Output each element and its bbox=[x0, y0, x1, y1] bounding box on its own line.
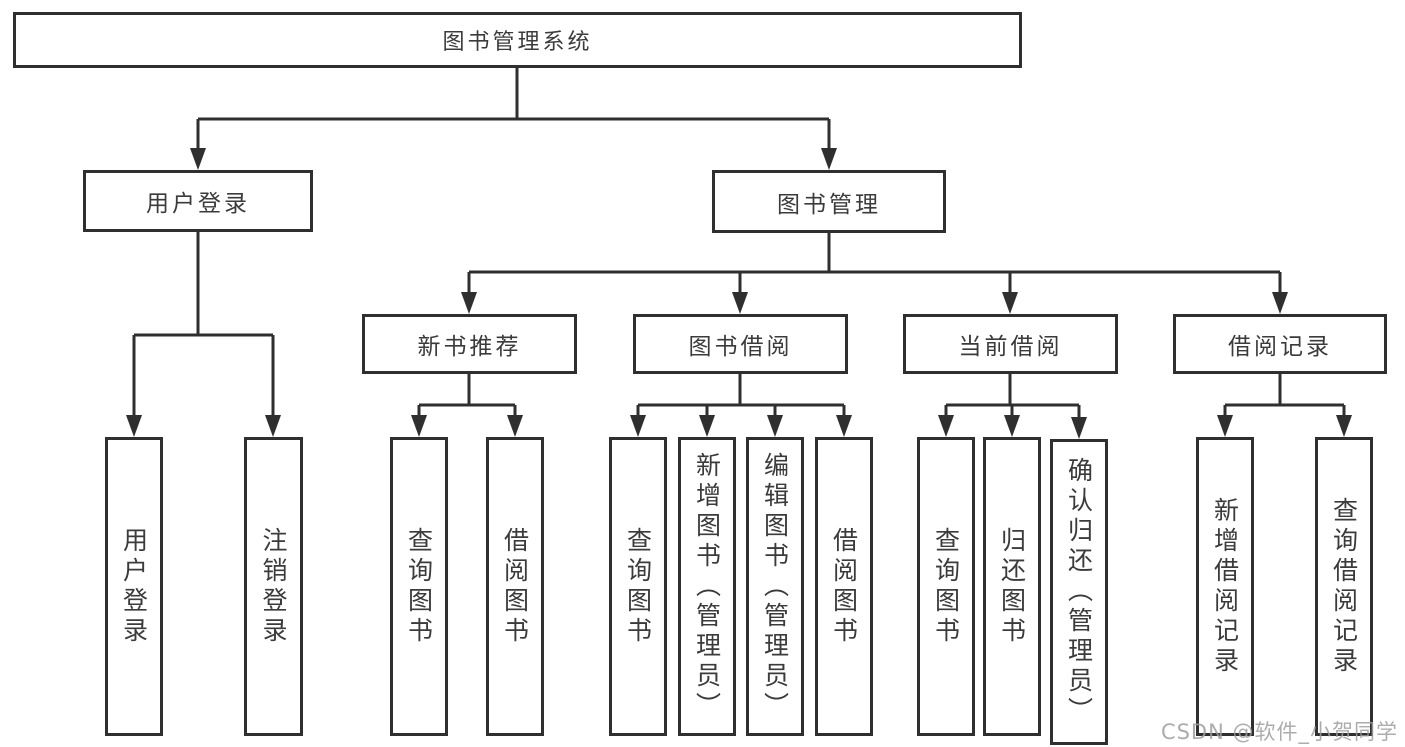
node-label: 图书管理系统 bbox=[442, 30, 593, 55]
node-new-book-recommendation: 新书推荐 bbox=[362, 314, 577, 374]
leaf-borrowing-borrow-books: 借阅图书 bbox=[815, 437, 873, 736]
leaf-label: 查询图书 bbox=[931, 526, 961, 647]
leaf-label: 编辑图书（管理员） bbox=[760, 451, 790, 722]
leaf-label: 确认归还（管理员） bbox=[1064, 457, 1094, 727]
leaf-recommend-query-books: 查询图书 bbox=[390, 437, 448, 736]
node-label: 用户登录 bbox=[146, 191, 250, 217]
leaf-label: 归还图书 bbox=[997, 526, 1027, 647]
node-book-borrowing: 图书借阅 bbox=[633, 314, 848, 374]
leaf-current-query-books: 查询图书 bbox=[917, 437, 975, 736]
node-library-management-system: 图书管理系统 bbox=[13, 12, 1022, 68]
leaf-label: 新增图书（管理员） bbox=[692, 451, 722, 722]
leaf-user-login: 用户登录 bbox=[105, 437, 163, 736]
leaf-edit-book-admin: 编辑图书（管理员） bbox=[746, 437, 804, 736]
node-label: 图书借阅 bbox=[688, 334, 793, 360]
leaf-query-borrowing-record: 查询借阅记录 bbox=[1315, 437, 1373, 736]
leaf-borrowing-query-books: 查询图书 bbox=[609, 437, 667, 736]
leaf-label: 借阅图书 bbox=[829, 526, 859, 647]
leaf-label: 用户登录 bbox=[119, 526, 149, 647]
watermark: CSDN @软件_小贺同学 bbox=[1160, 720, 1398, 744]
node-user-login: 用户登录 bbox=[83, 170, 313, 232]
node-label: 当前借阅 bbox=[958, 334, 1063, 360]
node-label: 新书推荐 bbox=[417, 334, 522, 360]
leaf-confirm-return-admin: 确认归还（管理员） bbox=[1050, 439, 1108, 745]
leaf-label: 借阅图书 bbox=[500, 526, 530, 647]
leaf-label: 注销登录 bbox=[259, 526, 288, 647]
leaf-return-books: 归还图书 bbox=[983, 437, 1041, 736]
node-label: 图书管理 bbox=[777, 191, 881, 218]
leaf-recommend-borrow-books: 借阅图书 bbox=[486, 437, 544, 736]
node-borrowing-records: 借阅记录 bbox=[1173, 314, 1387, 374]
node-current-borrowing: 当前借阅 bbox=[903, 314, 1118, 374]
leaf-add-book-admin: 新增图书（管理员） bbox=[678, 437, 736, 736]
leaf-label: 查询借阅记录 bbox=[1329, 496, 1359, 677]
leaf-add-borrowing-record: 新增借阅记录 bbox=[1196, 437, 1254, 736]
node-label: 借阅记录 bbox=[1228, 334, 1332, 360]
leaf-label: 查询图书 bbox=[623, 526, 653, 647]
leaf-logout: 注销登录 bbox=[244, 437, 303, 736]
node-book-management: 图书管理 bbox=[712, 170, 946, 233]
leaf-label: 新增借阅记录 bbox=[1210, 496, 1240, 677]
leaf-label: 查询图书 bbox=[404, 526, 434, 647]
